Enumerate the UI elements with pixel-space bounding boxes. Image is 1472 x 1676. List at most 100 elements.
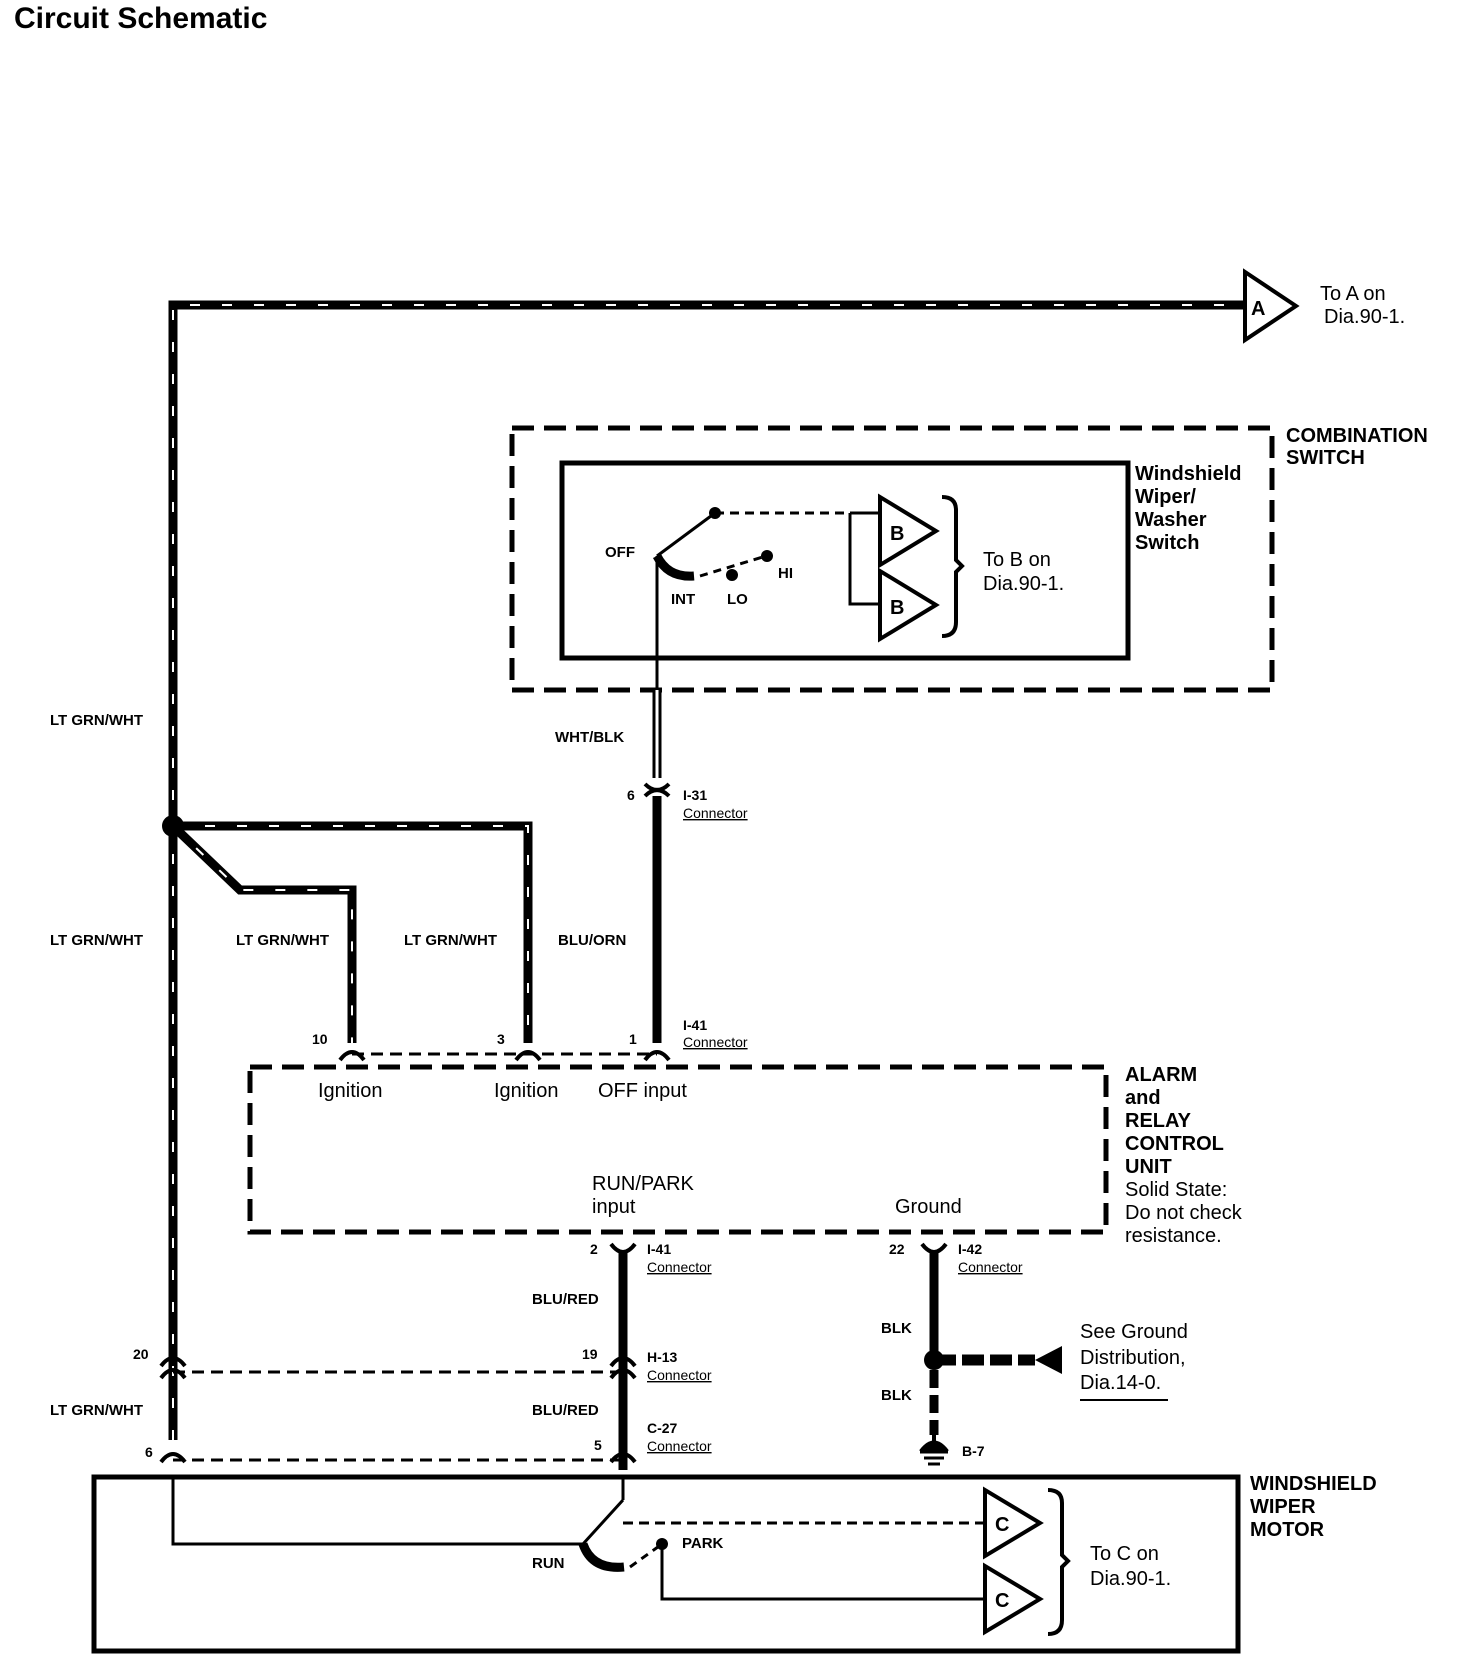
svg-text:3: 3 <box>497 1031 505 1047</box>
svg-text:I-42: I-42 <box>958 1241 982 1257</box>
svg-text:Distribution,: Distribution, <box>1080 1347 1186 1369</box>
svg-text:WIPER: WIPER <box>1250 1496 1316 1518</box>
svg-text:Connector: Connector <box>958 1259 1023 1275</box>
svg-text:Dia.90-1.: Dia.90-1. <box>983 573 1064 595</box>
terminal-ignition-1: Ignition <box>318 1080 383 1102</box>
switch-off-label: OFF <box>605 544 635 561</box>
svg-text:input: input <box>592 1196 636 1218</box>
svg-text:C: C <box>995 1590 1009 1612</box>
wire-label-blu-red-1: BLU/RED <box>532 1291 599 1308</box>
svg-text:19: 19 <box>582 1346 598 1362</box>
switch-int-label: INT <box>671 591 695 608</box>
connector-i42: 22 I-42 Connector <box>889 1241 1023 1275</box>
ltgrn-wht-main-wire <box>168 300 1245 1440</box>
svg-text:resistance.: resistance. <box>1125 1225 1222 1247</box>
svg-text:H-13: H-13 <box>647 1349 678 1365</box>
svg-text:B: B <box>890 597 904 619</box>
svg-text:I-41: I-41 <box>647 1241 671 1257</box>
wire-label-ltgrn-5: LT GRN/WHT <box>50 1402 143 1419</box>
wiper-motor-box <box>91 1474 1241 1654</box>
svg-text:A: A <box>1251 298 1265 320</box>
svg-text:and: and <box>1125 1087 1161 1109</box>
splice-point <box>162 815 184 837</box>
switch-contact-lo <box>726 569 738 581</box>
connector-h13: 20 19 H-13 Connector <box>133 1346 712 1383</box>
svg-text:Switch: Switch <box>1135 532 1199 554</box>
wiper-motor-internals <box>171 1477 985 1601</box>
wire-label-blu-red-2: BLU/RED <box>532 1402 599 1419</box>
svg-text:CONTROL: CONTROL <box>1125 1133 1224 1155</box>
svg-text:WINDSHIELD: WINDSHIELD <box>1250 1473 1377 1495</box>
wire-label-blk-1: BLK <box>881 1320 912 1337</box>
wiper-switch-contacts <box>652 511 880 690</box>
svg-text:20: 20 <box>133 1346 149 1362</box>
wiper-switch-label: Windshield Wiper/ Washer Switch <box>1135 463 1241 554</box>
terminal-runpark: RUN/PARK <box>592 1173 695 1195</box>
svg-text:Connector: Connector <box>683 805 748 821</box>
svg-text:I-41: I-41 <box>683 1017 707 1033</box>
ignition-branch-wires <box>169 821 533 1043</box>
wiper-switch-box <box>559 460 1131 661</box>
svg-text:10: 10 <box>312 1031 328 1047</box>
svg-text:Connector: Connector <box>683 1034 748 1050</box>
offpage-connector-c: C C To C on Dia.90-1. <box>983 1486 1171 1636</box>
switch-hi-label: HI <box>778 565 793 582</box>
svg-text:C-27: C-27 <box>647 1420 678 1436</box>
wire-label-ltgrn-1: LT GRN/WHT <box>50 712 143 729</box>
svg-text:Dia.14-0.: Dia.14-0. <box>1080 1372 1161 1394</box>
svg-text:2: 2 <box>590 1241 598 1257</box>
connector-c27: 6 5 C-27 Connector <box>145 1420 712 1464</box>
svg-text:SWITCH: SWITCH <box>1286 447 1365 469</box>
wire-label-ltgrn-2: LT GRN/WHT <box>50 932 143 949</box>
wire-label-wht-blk: WHT/BLK <box>555 729 624 746</box>
ground-symbol-icon <box>918 1435 950 1466</box>
terminal-off-input: OFF input <box>598 1080 687 1102</box>
motor-park-contact <box>656 1538 668 1550</box>
wire-label-blk-2: BLK <box>881 1387 912 1404</box>
wiper-motor-label: WINDSHIELD WIPER MOTOR <box>1250 1473 1377 1541</box>
connector-i41-bottom: 2 I-41 Connector <box>590 1241 712 1275</box>
svg-text:Wiper/: Wiper/ <box>1135 486 1196 508</box>
offpage-connector-b: B B To B on Dia.90-1. <box>878 493 1064 643</box>
svg-text:Connector: Connector <box>647 1259 712 1275</box>
svg-text:I-31: I-31 <box>683 787 707 803</box>
svg-text:Windshield: Windshield <box>1135 463 1241 485</box>
ground-point-label: B-7 <box>962 1443 985 1459</box>
page-title: Circuit Schematic <box>14 2 267 35</box>
svg-text:ALARM: ALARM <box>1125 1064 1197 1086</box>
svg-text:5: 5 <box>594 1437 602 1453</box>
terminal-ground: Ground <box>895 1196 962 1218</box>
svg-text:6: 6 <box>145 1444 153 1460</box>
svg-text:MOTOR: MOTOR <box>1250 1519 1325 1541</box>
svg-text:1: 1 <box>629 1031 637 1047</box>
svg-text:C: C <box>995 1514 1009 1536</box>
combination-switch-label: COMBINATION <box>1286 425 1428 447</box>
svg-text:Connector: Connector <box>647 1438 712 1454</box>
svg-text:6: 6 <box>627 787 635 803</box>
blk-ground-wire <box>924 1252 1062 1435</box>
ground-reference: See Ground Distribution, Dia.14-0. <box>1080 1321 1188 1401</box>
svg-text:Connector: Connector <box>647 1367 712 1383</box>
svg-text:See Ground: See Ground <box>1080 1321 1188 1343</box>
wire-label-blu-orn: BLU/ORN <box>558 932 626 949</box>
switch-lo-label: LO <box>727 591 748 608</box>
svg-text:UNIT: UNIT <box>1125 1156 1172 1178</box>
control-unit-label: ALARM and RELAY CONTROL UNIT Solid State… <box>1125 1064 1243 1247</box>
svg-text:To B on: To B on <box>983 549 1051 571</box>
svg-text:To A on: To A on <box>1320 283 1386 305</box>
svg-text:Solid State:: Solid State: <box>1125 1179 1227 1201</box>
svg-text:22: 22 <box>889 1241 905 1257</box>
switch-pivot <box>709 507 721 519</box>
control-unit-box <box>247 1064 1109 1235</box>
connector-i31: 6 I-31 Connector <box>627 782 748 821</box>
svg-text:Do not check: Do not check <box>1125 1202 1243 1224</box>
connector-i41-top: 10 3 1 I-41 Connector <box>312 1017 748 1062</box>
svg-text:Dia.90-1.: Dia.90-1. <box>1324 306 1405 328</box>
terminal-ignition-2: Ignition <box>494 1080 559 1102</box>
svg-text:To C on: To C on <box>1090 1543 1159 1565</box>
switch-contact-hi <box>761 550 773 562</box>
wire-label-ltgrn-4: LT GRN/WHT <box>404 932 497 949</box>
svg-text:Washer: Washer <box>1135 509 1207 531</box>
svg-text:B: B <box>890 523 904 545</box>
